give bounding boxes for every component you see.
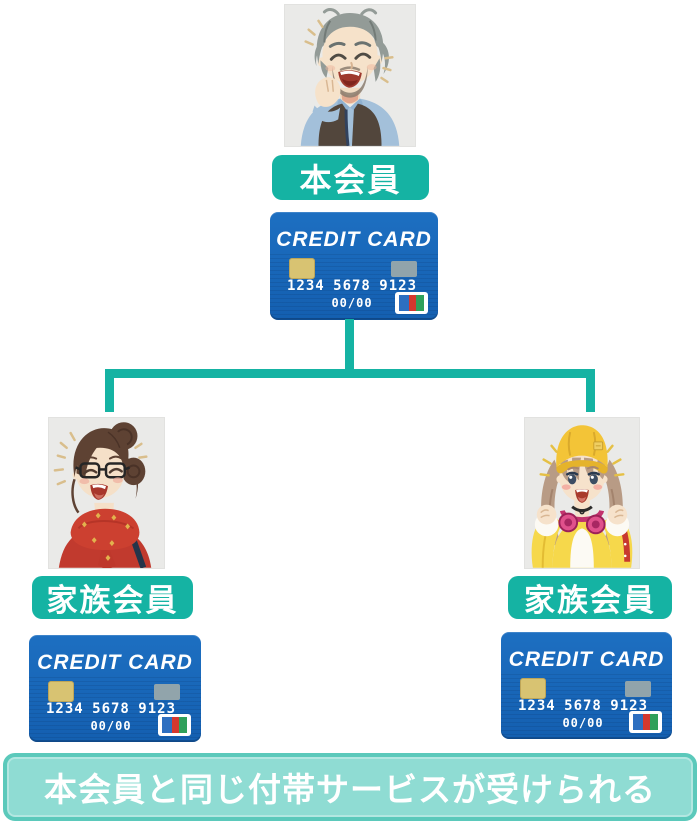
family-member-right-illustration (531, 425, 633, 568)
family-member-right-label-text: 家族会員 (524, 583, 656, 618)
connector-horizontal-bar (105, 369, 595, 378)
benefit-banner-text: 本会員と同じ付帯サービスが受けられる (44, 771, 656, 808)
card-brand-icon (158, 714, 191, 736)
card-brand-icon (395, 292, 428, 314)
primary-member-label: 本会員 (272, 155, 429, 200)
card-expiry: 00/00 (331, 296, 373, 310)
primary-member-photo (284, 4, 416, 147)
card-gray-plate (154, 684, 180, 700)
card-brand-icon (629, 711, 662, 733)
card-number-group: 5678 (92, 701, 130, 717)
benefit-banner: 本会員と同じ付帯サービスが受けられる (3, 753, 697, 821)
family-left-credit-card: CREDIT CARD 1234 5678 9123 00/00 (29, 635, 201, 742)
family-right-credit-card: CREDIT CARD 1234 5678 9123 00/00 (501, 632, 672, 739)
card-number-group: 5678 (333, 278, 371, 294)
connector-drop-right (586, 369, 595, 412)
card-title: CREDIT CARD (37, 651, 193, 674)
primary-member-label-text: 本会員 (299, 161, 402, 198)
card-number: 1234 5678 9123 (518, 698, 648, 714)
card-number: 1234 5678 9123 (46, 701, 176, 717)
gold-chip-icon (289, 258, 315, 279)
connector-drop-left (105, 369, 114, 412)
card-expiry: 00/00 (90, 719, 132, 733)
card-number-group: 9123 (610, 698, 648, 714)
gold-chip-icon (48, 681, 74, 702)
card-gray-plate (391, 261, 417, 277)
family-member-left-photo (48, 417, 165, 569)
card-number-group: 9123 (379, 278, 417, 294)
primary-member-illustration (300, 8, 400, 146)
gold-chip-icon (520, 678, 546, 699)
family-member-right-photo (524, 417, 640, 569)
card-number-group: 1234 (518, 698, 556, 714)
family-member-left-label: 家族会員 (32, 576, 193, 619)
card-number-group: 5678 (564, 698, 602, 714)
card-number: 1234 5678 9123 (287, 278, 417, 294)
primary-credit-card: CREDIT CARD 1234 5678 9123 00/00 (270, 212, 438, 320)
family-member-left-illustration (53, 422, 152, 568)
card-expiry: 00/00 (562, 716, 604, 730)
card-title: CREDIT CARD (276, 228, 432, 251)
card-gray-plate (625, 681, 651, 697)
connector-stem (345, 319, 354, 370)
card-number-group: 9123 (138, 701, 176, 717)
family-member-left-label-text: 家族会員 (46, 583, 179, 618)
family-member-right-label: 家族会員 (508, 576, 672, 619)
card-number-group: 1234 (287, 278, 325, 294)
card-number-group: 1234 (46, 701, 84, 717)
card-title: CREDIT CARD (508, 648, 665, 671)
